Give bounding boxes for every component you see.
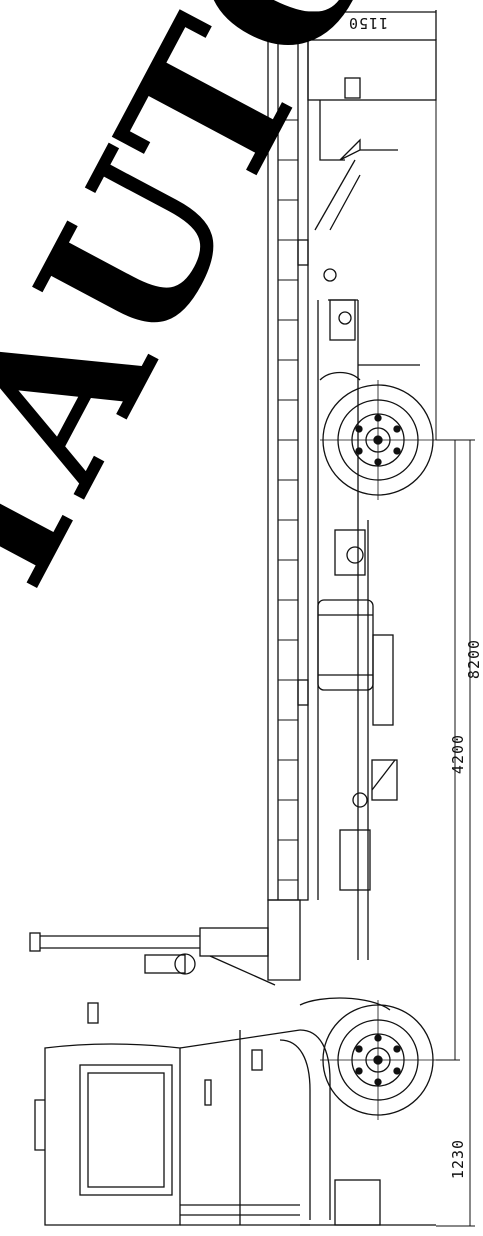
front-wheel [299, 997, 440, 1120]
truck-cab [34, 1002, 331, 1226]
midship-components [317, 529, 398, 891]
deck-slats [278, 119, 298, 881]
wheelbase-label: 4200 [449, 733, 468, 775]
front-bumper [300, 1179, 436, 1226]
length-dimension-lines [435, 40, 475, 1227]
platform-deck [267, 39, 309, 901]
rear-wheel [320, 380, 440, 500]
rear-overhang-label: 1150 [348, 14, 389, 32]
overall-length-label: 8200 [465, 638, 483, 680]
rear-overhang-dimension [299, 10, 437, 40]
rear-body-end [307, 39, 437, 231]
crane-column [29, 899, 301, 986]
chassis-frame [317, 299, 369, 960]
front-overhang-label: 1230 [449, 1138, 468, 1180]
rear-suspension [319, 268, 420, 381]
